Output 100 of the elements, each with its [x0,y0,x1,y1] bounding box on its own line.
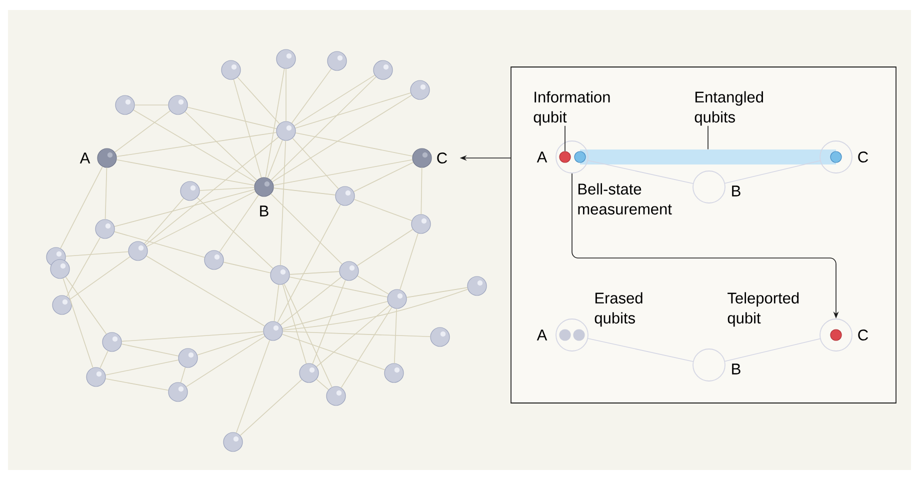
network-link [284,284,332,388]
annotation-text: Bell-state measurement [578,183,672,215]
network-node [339,261,359,281]
network-link [420,167,422,215]
network-link [289,276,388,298]
network-node [335,186,355,206]
node-label: C [858,330,868,340]
leader-line [564,125,566,152]
qubit-dot [830,151,842,163]
network-link [146,191,256,247]
network-node [95,219,115,239]
network-link [357,276,389,294]
network-link [354,198,412,222]
network-node [467,276,487,296]
network-link [114,110,171,153]
network-link [274,284,280,322]
network-node [168,382,188,402]
network-link [270,76,376,181]
node-label: A [536,152,548,162]
network-link [316,378,329,390]
entanglement-band [580,150,836,164]
callout-text: Information qubit [534,91,610,126]
network-link [294,92,412,129]
network-link [265,68,285,178]
network-link [219,194,259,252]
network-link [277,204,341,323]
network-node [52,295,72,315]
qubit-dot [574,151,586,163]
network-node [221,60,241,80]
network-link [114,189,255,227]
node-label: C [437,152,447,164]
network-node [384,363,404,383]
node-label: B [732,186,740,196]
network-link [291,68,332,124]
network-node [115,95,135,115]
network-link [180,367,186,383]
network-node [410,80,430,100]
link-line [724,160,820,184]
network-link [186,336,266,388]
network-link [114,231,205,258]
link-line [588,160,694,184]
network-link [144,198,184,244]
network-node [276,121,296,141]
network-link [60,166,103,249]
qubit-dot [559,151,571,163]
network-link [187,106,277,130]
network-link [146,256,265,326]
network-node [178,348,198,368]
network-link [282,334,386,370]
network-link [116,159,255,186]
network-link [133,110,256,182]
node-label: A [536,330,548,340]
network-link [294,74,376,126]
network-link [340,306,392,388]
node-label: B [260,206,268,216]
network-link [70,256,130,300]
network-link [316,304,390,368]
link-line [588,338,694,362]
network-node [270,265,290,285]
network-node [326,386,346,406]
network-link [282,284,307,364]
network-node [86,367,106,387]
network-link [280,276,342,326]
network-node [276,49,296,69]
network-node [128,241,148,261]
network-node [327,51,347,71]
network-link [280,140,286,266]
node-label: B [732,364,740,374]
network-link [400,232,418,290]
network-link [356,228,414,266]
network-node [180,181,200,201]
network-link [237,76,280,124]
qubit-dot [559,329,571,341]
network-link [66,237,101,297]
network-link [282,288,468,330]
network-node [223,432,243,452]
network-link [196,334,264,356]
network-link [121,331,264,342]
network-link [104,167,108,220]
network-link [105,360,179,376]
network-link [292,138,339,190]
network-link [394,308,397,364]
network-link [62,278,94,368]
network-link [273,159,413,186]
network-link [116,132,277,157]
network-link [353,162,414,192]
network-link [312,280,346,364]
network-link [233,79,262,178]
network-link [240,379,302,436]
network-node [373,60,393,80]
network-link [273,188,336,196]
network-link [282,330,431,338]
network-link [100,350,108,368]
network-link [199,187,255,191]
network-link [196,197,274,269]
link-line [724,338,820,362]
network-link [121,344,179,356]
network-link [272,94,412,182]
network-node [204,250,224,270]
network-node [168,95,188,115]
